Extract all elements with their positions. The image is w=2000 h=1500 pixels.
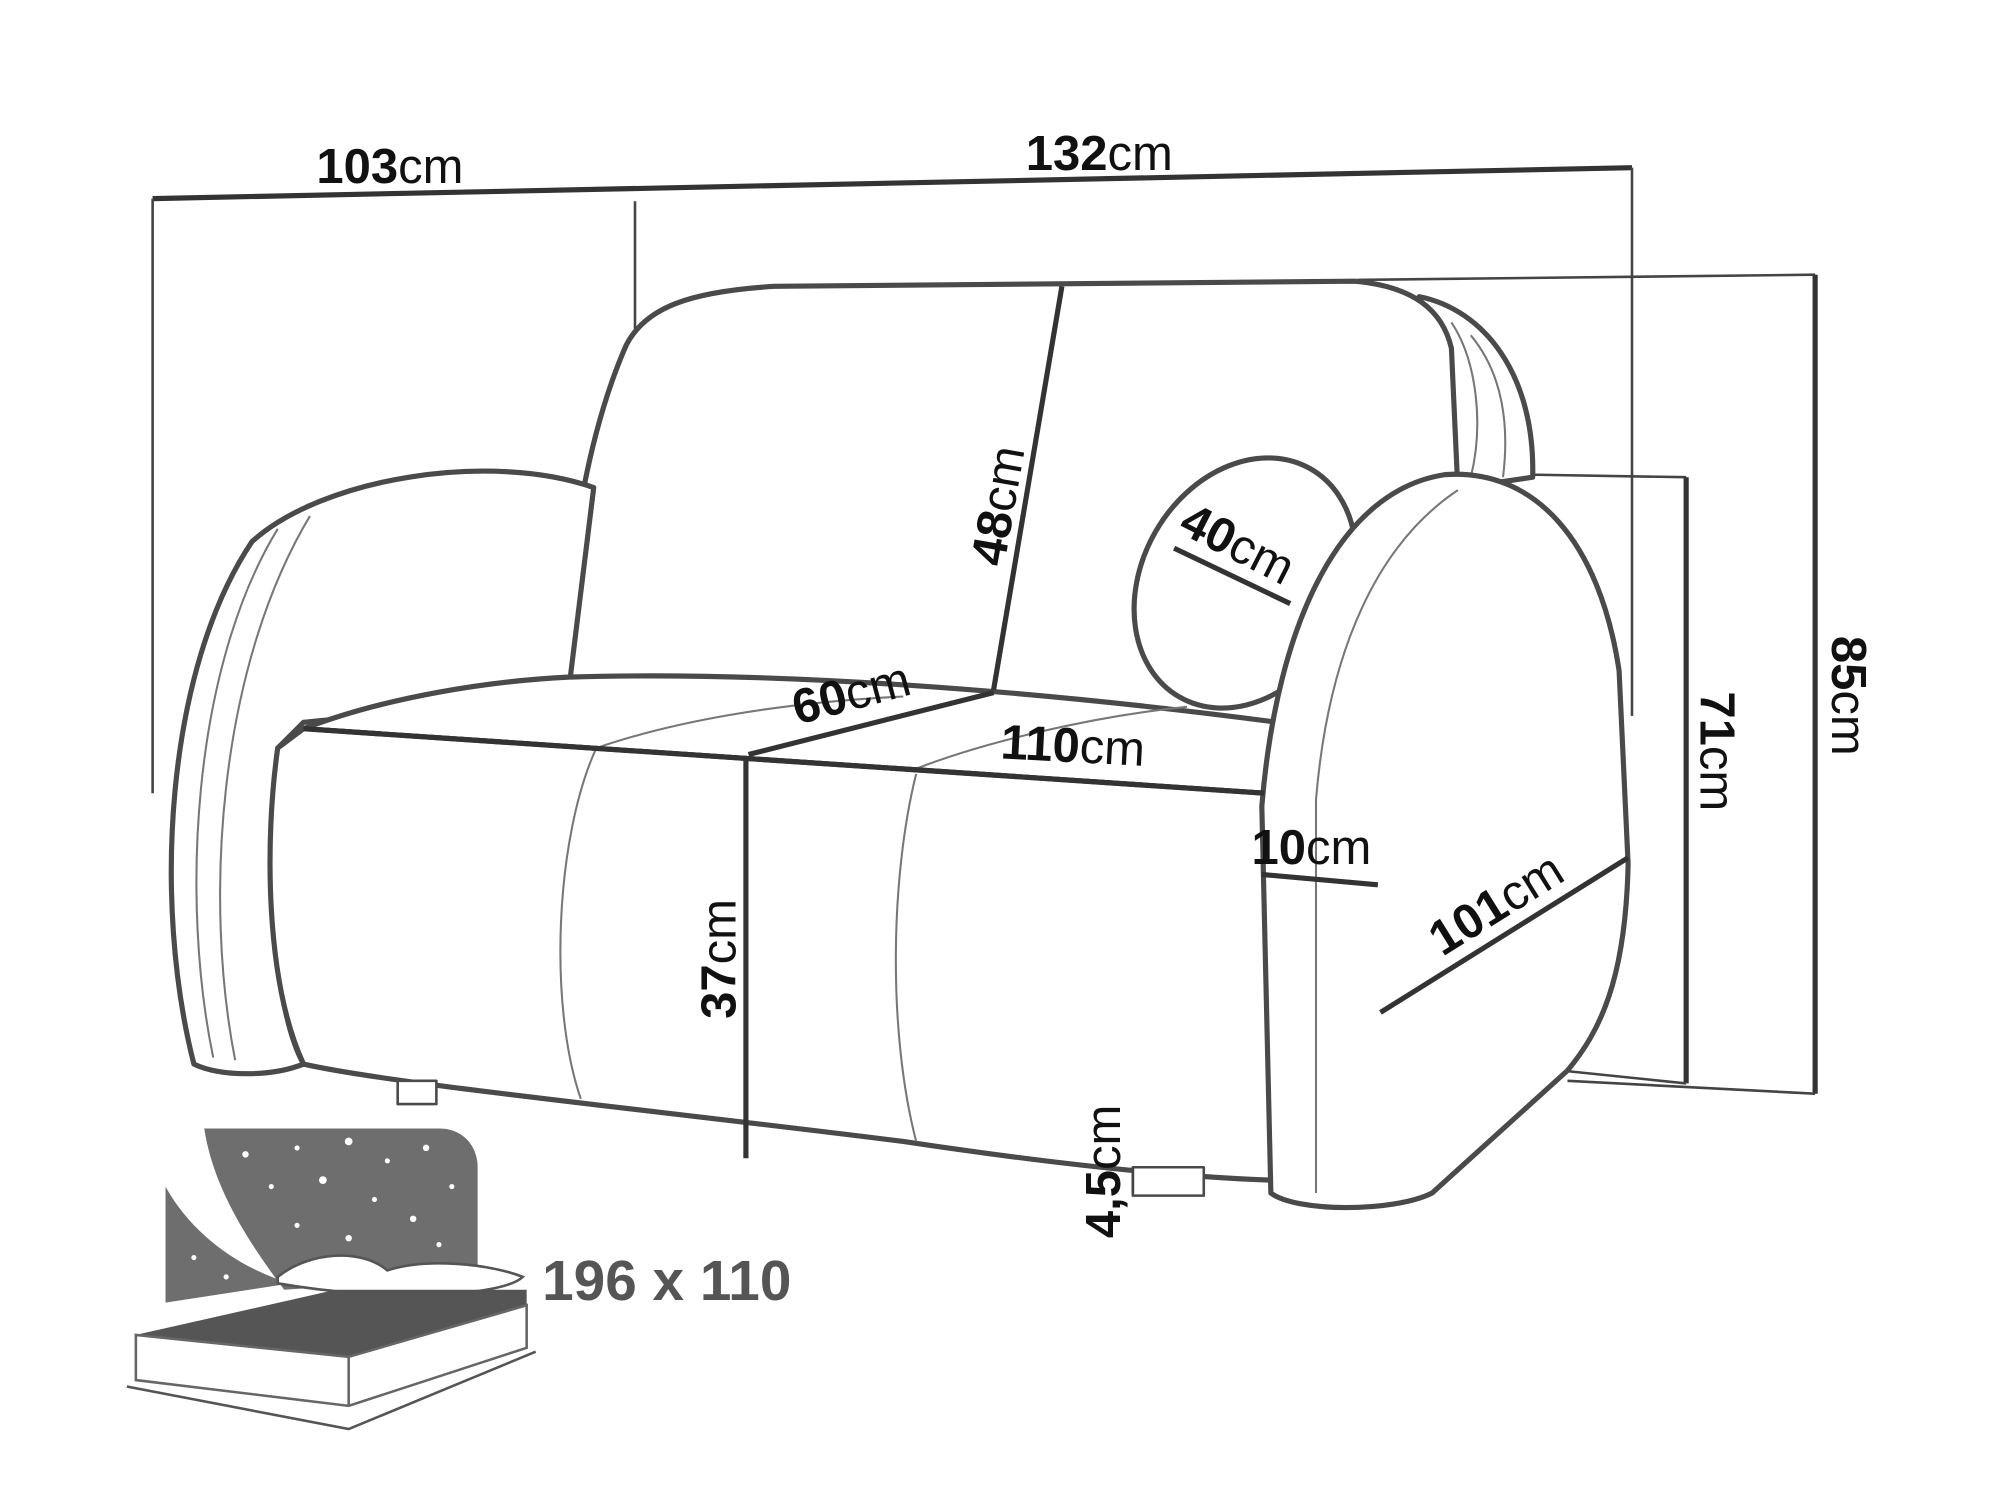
leg-height-label: 4,5cm: [1077, 1105, 1131, 1238]
depth-label: 103cm: [316, 140, 463, 194]
seat-width-label: 110cm: [999, 715, 1146, 776]
right-arm: [1259, 471, 1631, 1211]
left-foot: [396, 1079, 438, 1106]
seat-top: [300, 673, 1280, 796]
height85-bottom: [1567, 1079, 1816, 1096]
stars: [191, 1137, 455, 1280]
armrest-width-label: 10cm: [1252, 821, 1372, 875]
dimension-guides: [151, 165, 1818, 1096]
backrest-height-label: 48cm: [962, 442, 1036, 569]
width-depth-line: [152, 165, 1633, 202]
bed-size-label: 196 x 110: [542, 1250, 791, 1313]
seat-front: [267, 726, 1274, 1183]
width-label: 132cm: [1026, 127, 1173, 181]
bed-icon: [126, 1128, 537, 1431]
height85-top: [1357, 273, 1816, 282]
total-height-label: 85cm: [1821, 636, 1875, 756]
measurement-lines: [303, 285, 1630, 1194]
height71-top: [1528, 473, 1687, 479]
armrest-height-label: 71cm: [1689, 691, 1743, 811]
seat-height-label: 37cm: [693, 899, 747, 1019]
height71-bottom: [1560, 1069, 1687, 1085]
right-foot: [1131, 1165, 1206, 1197]
sofa-illustration: [168, 278, 1631, 1211]
